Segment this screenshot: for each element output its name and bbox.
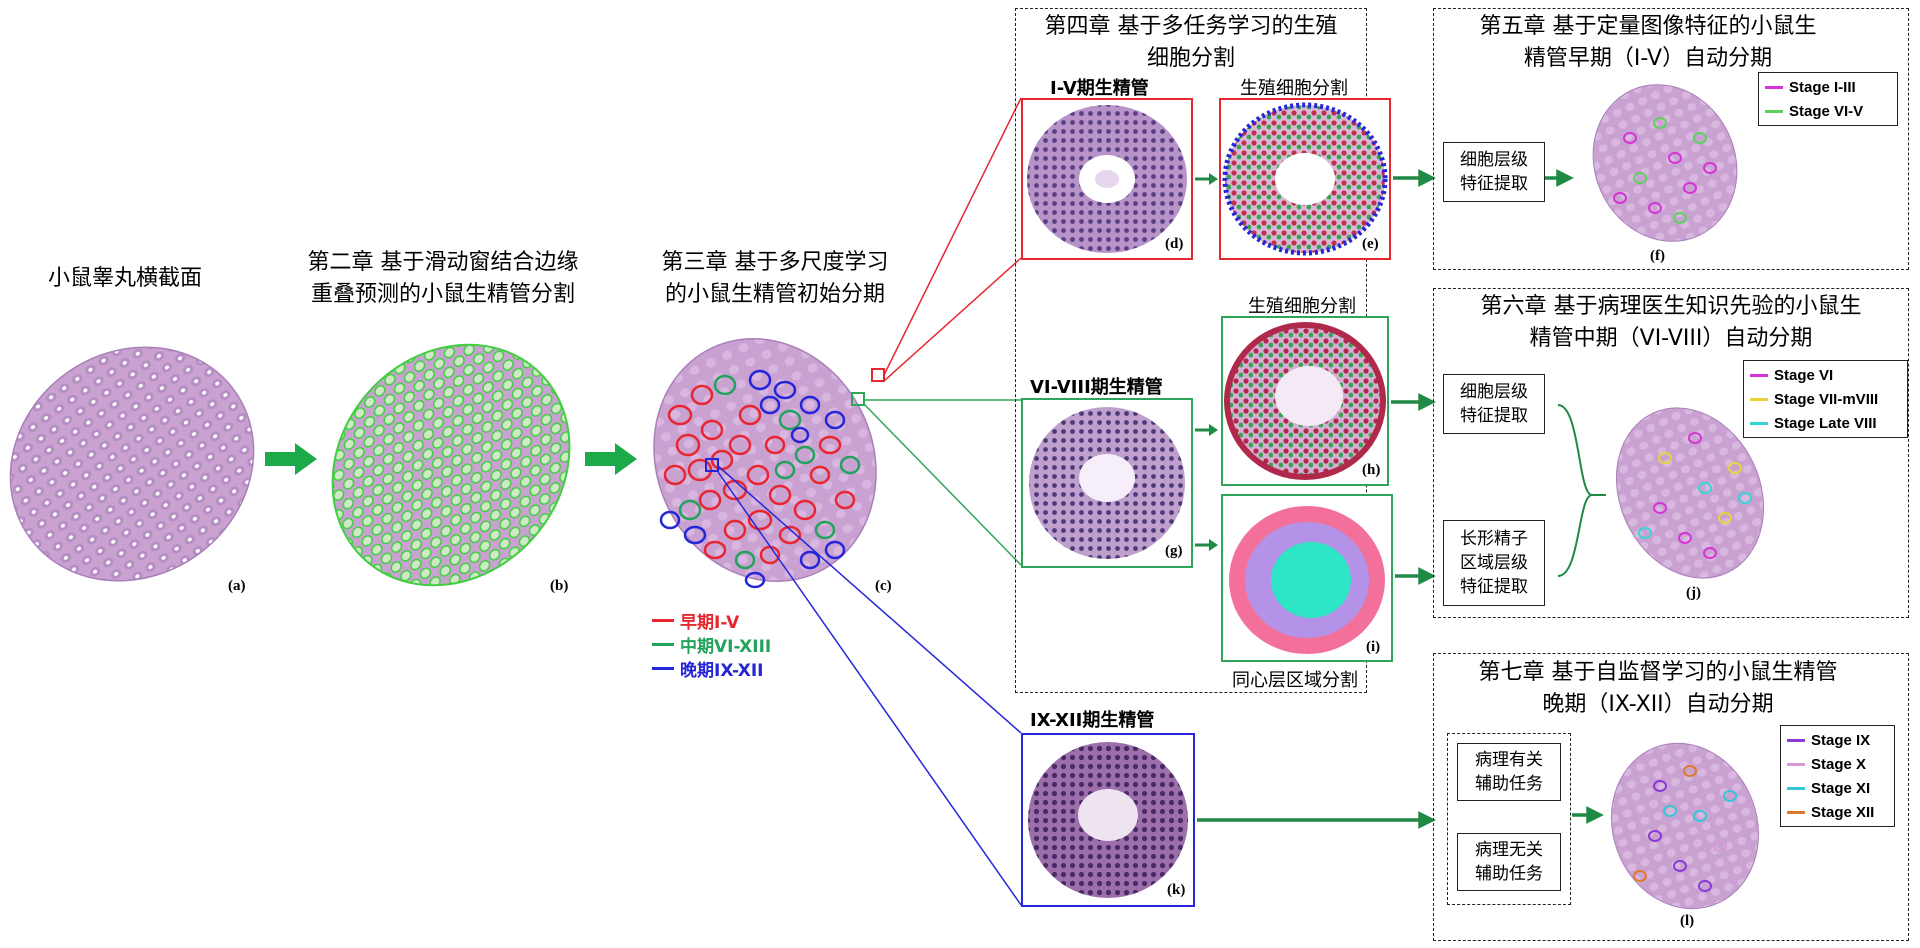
arrow-g-to-i	[1195, 539, 1218, 551]
legend-swatch	[1787, 810, 1805, 814]
arrow-g-to-h	[1195, 424, 1218, 436]
title-c-line2: 的小鼠生精管初始分期	[664, 282, 885, 307]
label-g: (g)	[1165, 543, 1183, 559]
panel-c-initial-staging	[653, 337, 885, 589]
stage-legend: 早期I-V 中期VI-XIII 晚期IX-XII	[652, 608, 771, 681]
legend-j: Stage VI Stage VII-mVIII Stage Late VIII	[1743, 360, 1908, 438]
legend-label: Stage X	[1811, 755, 1867, 773]
legend-entry: Stage X	[1787, 752, 1888, 776]
legend-entry: Stage VI	[1750, 363, 1901, 387]
panel-g-middle-tubule	[1021, 398, 1193, 568]
chapter7-title-line1: 第七章 基于自监督学习的小鼠生精管	[1478, 660, 1838, 685]
legend-swatch	[1750, 397, 1768, 401]
chapter4-title-line2: 细胞分割	[1146, 46, 1235, 71]
legend-swatch	[1787, 738, 1805, 742]
subtitle-d: I-V期生精管	[1050, 78, 1149, 99]
panel-h-germ-cell-segmentation	[1221, 316, 1389, 486]
panel-k-late-tubule	[1021, 733, 1195, 907]
title-a: 小鼠睾丸横截面	[47, 266, 202, 291]
label-c: (c)	[875, 578, 892, 594]
auxiliary-tasks-group	[1447, 733, 1571, 905]
label-e: (e)	[1362, 236, 1379, 252]
label-j: (j)	[1686, 585, 1701, 601]
panel-a-testis-section	[9, 346, 255, 582]
label-b: (b)	[550, 578, 569, 594]
legend-label: Stage Late VIII	[1774, 414, 1877, 432]
subtitle-k: IX-XII期生精管	[1030, 710, 1155, 731]
feature-box-j-cell: 细胞层级 特征提取	[1443, 374, 1545, 434]
legend-label: Stage VI-V	[1789, 102, 1864, 120]
legend-f: Stage I-III Stage VI-V	[1758, 72, 1898, 126]
legend-entry: Stage IX	[1787, 728, 1888, 752]
legend-swatch	[1750, 421, 1768, 425]
label-f: (f)	[1650, 248, 1665, 264]
chapter7-title-line2: 晚期（IX-XII）自动分期	[1542, 692, 1774, 717]
legend-swatch	[1765, 109, 1783, 113]
legend-entry: Stage XII	[1787, 800, 1888, 824]
panel-d-early-tubule	[1021, 98, 1193, 260]
title-c-line1: 第三章 基于多尺度学习	[661, 250, 889, 275]
stage-legend-late: 晚期IX-XII	[652, 656, 771, 681]
legend-swatch	[1787, 786, 1805, 790]
legend-label: Stage VII-mVIII	[1774, 390, 1879, 408]
chapter5-box	[1433, 8, 1909, 270]
panel-j-middle-staging	[1615, 407, 1765, 579]
legend-swatch	[1765, 85, 1783, 89]
legend-swatch	[1787, 762, 1805, 766]
legend-entry: Stage XI	[1787, 776, 1888, 800]
panel-l-late-staging	[1610, 742, 1760, 910]
label-k: (k)	[1167, 882, 1186, 898]
panel-e-germ-cell-segmentation	[1219, 98, 1391, 260]
title-b-line1: 第二章 基于滑动窗结合边缘	[307, 250, 579, 275]
arrow-a-to-b	[265, 443, 317, 475]
legend-label: Stage XI	[1811, 779, 1871, 797]
legend-entry: Stage VI-V	[1765, 99, 1891, 123]
chapter6-box	[1433, 288, 1909, 618]
label-l: (l)	[1680, 913, 1695, 929]
feature-box-f-cell: 细胞层级 特征提取	[1443, 142, 1545, 202]
title-b-line2: 重叠预测的小鼠生精管分割	[310, 282, 575, 307]
stage-legend-middle: 中期VI-XIII	[652, 632, 771, 657]
label-i: (i)	[1366, 639, 1381, 655]
panel-b-tubule-segmentation	[331, 343, 571, 587]
chapter5-title-line2: 精管早期（I-V）自动分期	[1523, 46, 1773, 71]
feature-box-j-elongated: 长形精子 区域层级 特征提取	[1443, 520, 1545, 606]
subtitle-h: 生殖细胞分割	[1248, 296, 1356, 317]
legend-label: Stage I-III	[1789, 78, 1856, 96]
subtitle-i: 同心层区域分割	[1232, 670, 1358, 691]
legend-entry: Stage I-III	[1765, 75, 1891, 99]
feature-box-l-related: 病理有关 辅助任务	[1457, 743, 1561, 801]
panel-f-early-staging	[1592, 84, 1738, 242]
feature-box-l-unrelated: 病理无关 辅助任务	[1457, 833, 1561, 891]
chapter6-title-line2: 精管中期（VI-VIII）自动分期	[1529, 326, 1813, 351]
legend-label: Stage VI	[1774, 366, 1834, 384]
arrow-d-to-e	[1195, 173, 1218, 185]
arrow-b-to-c	[585, 443, 637, 475]
legend-swatch	[1750, 373, 1768, 377]
legend-entry: Stage Late VIII	[1750, 411, 1901, 435]
legend-entry: Stage VII-mVIII	[1750, 387, 1901, 411]
panel-i-concentric-layer-segmentation	[1221, 494, 1393, 662]
subtitle-e: 生殖细胞分割	[1240, 78, 1348, 99]
legend-l: Stage IX Stage X Stage XI Stage XII	[1780, 725, 1895, 827]
legend-label: Stage IX	[1811, 731, 1871, 749]
chapter6-title-line1: 第六章 基于病理医生知识先验的小鼠生	[1480, 294, 1862, 319]
chapter4-title-line1: 第四章 基于多任务学习的生殖	[1044, 14, 1338, 39]
label-h: (h)	[1362, 462, 1381, 478]
stage-legend-early: 早期I-V	[652, 608, 771, 633]
chapter7-box	[1433, 653, 1909, 941]
legend-label: Stage XII	[1811, 803, 1875, 821]
label-a: (a)	[228, 578, 246, 594]
label-d: (d)	[1165, 236, 1184, 252]
chapter5-title-line1: 第五章 基于定量图像特征的小鼠生	[1479, 14, 1817, 39]
subtitle-g: VI-VIII期生精管	[1030, 377, 1163, 398]
